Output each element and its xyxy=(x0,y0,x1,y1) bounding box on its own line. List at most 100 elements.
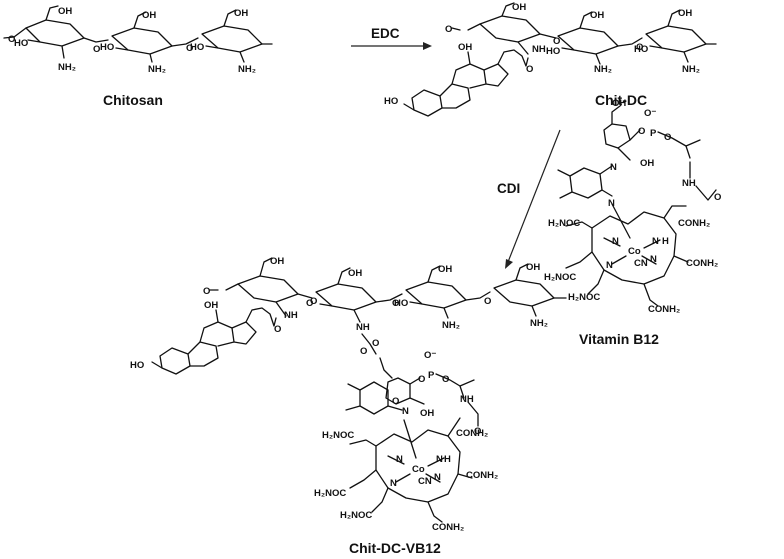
atom-o: O xyxy=(638,126,645,137)
atom-ho: HO xyxy=(100,42,114,53)
atom-nh: NH xyxy=(532,44,546,55)
atom-nh: NH xyxy=(460,394,474,405)
atom-n: N xyxy=(650,254,657,265)
atom-h2noc: H₂NOC xyxy=(548,218,580,229)
atom-oh: OH xyxy=(612,98,626,109)
atom-oh: OH xyxy=(590,10,604,21)
atom-oh: OH xyxy=(420,408,434,419)
atom-h: H xyxy=(444,454,451,465)
atom-o: O xyxy=(474,426,481,437)
atom-oh: OH xyxy=(234,8,248,19)
chitosan-structure: O OH HO NH₂ O OH HO NH₂ O OH HO NH₂ Chit… xyxy=(3,5,273,108)
atom-nh2: NH₂ xyxy=(58,62,76,73)
atom-conh2: CONH₂ xyxy=(648,304,680,315)
atom-nh2: NH₂ xyxy=(148,64,166,75)
atom-o: O xyxy=(306,298,313,309)
atom-o: O xyxy=(484,296,491,307)
atom-h2noc: H₂NOC xyxy=(314,488,346,499)
atom-conh2: CONH₂ xyxy=(432,522,464,533)
atom-n: N xyxy=(652,236,659,247)
atom-o: O xyxy=(360,346,367,357)
atom-h2noc: H₂NOC xyxy=(544,272,576,283)
reagent-cdi: CDI xyxy=(497,181,520,196)
edc-reaction-arrow: EDC xyxy=(351,26,432,50)
atom-oh: OH xyxy=(438,264,452,275)
atom-nh2: NH₂ xyxy=(238,64,256,75)
atom-o: O xyxy=(392,298,399,309)
atom-n: N xyxy=(396,454,403,465)
atom-n: N xyxy=(436,454,443,465)
atom-ho: HO xyxy=(130,360,144,371)
atom-n: N xyxy=(402,406,409,417)
atom-o: O xyxy=(8,34,15,45)
atom-p: P xyxy=(650,128,657,139)
atom-ho: HO xyxy=(394,298,408,309)
atom-cn: CN xyxy=(418,476,432,487)
atom-o: O xyxy=(553,36,560,47)
atom-h2noc: H₂NOC xyxy=(568,292,600,303)
atom-oh: OH xyxy=(348,268,362,279)
atom-o: O xyxy=(186,43,193,54)
atom-o: O xyxy=(714,192,721,203)
atom-o: O xyxy=(310,296,317,307)
label-chit-dc-vb12: Chit-DC-VB12 xyxy=(349,540,441,556)
atom-ho: HO xyxy=(546,46,560,57)
atom-oh: OH xyxy=(270,256,284,267)
atom-o: O xyxy=(93,44,100,55)
atom-nh2: NH₂ xyxy=(594,64,612,75)
atom-oh: OH xyxy=(58,6,72,17)
atom-h: H xyxy=(662,236,669,247)
atom-o-minus: O⁻ xyxy=(424,350,436,361)
atom-o: O xyxy=(372,338,379,349)
atom-o: O xyxy=(392,396,399,407)
atom-co: Co xyxy=(412,464,425,475)
atom-conh2: CONH₂ xyxy=(466,470,498,481)
atom-n: N xyxy=(610,162,617,173)
atom-o: O xyxy=(445,24,452,35)
atom-nh2: NH₂ xyxy=(682,64,700,75)
atom-o: O xyxy=(636,42,643,53)
atom-o: O xyxy=(418,374,425,385)
atom-conh2: CONH₂ xyxy=(678,218,710,229)
atom-conh2: CONH₂ xyxy=(456,428,488,439)
atom-oh: OH xyxy=(142,10,156,21)
atom-h2noc: H₂NOC xyxy=(340,510,372,521)
atom-oh: OH xyxy=(458,42,472,53)
atom-n: N xyxy=(608,198,615,209)
atom-conh2: CONH₂ xyxy=(686,258,718,269)
atom-o: O xyxy=(664,132,671,143)
atom-co: Co xyxy=(628,246,641,257)
atom-oh: OH xyxy=(678,8,692,19)
atom-p: P xyxy=(428,370,435,381)
atom-ho: HO xyxy=(384,96,398,107)
atom-nh2: NH₂ xyxy=(530,318,548,329)
atom-n: N xyxy=(434,472,441,483)
chit-dc-structure: O OH NH O OH HO O OH HO NH₂ O OH HO NH₂ xyxy=(384,2,717,117)
atom-nh: NH xyxy=(682,178,696,189)
atom-oh: OH xyxy=(640,158,654,169)
atom-n: N xyxy=(390,478,397,489)
atom-o-minus: O⁻ xyxy=(644,108,656,119)
chit-dc-vb12-structure: O OH NH O OH HO O OH O NH O OH HO xyxy=(130,256,567,556)
atom-n: N xyxy=(606,260,613,271)
atom-oh: OH xyxy=(526,262,540,273)
atom-nh: NH xyxy=(284,310,298,321)
atom-o: O xyxy=(526,64,533,75)
atom-o: O xyxy=(442,374,449,385)
reagent-edc: EDC xyxy=(371,26,400,41)
label-chitosan: Chitosan xyxy=(103,92,163,108)
atom-ho: HO xyxy=(634,44,648,55)
atom-ho: HO xyxy=(190,42,204,53)
cdi-reaction-arrow: CDI xyxy=(497,129,561,269)
atom-cn: CN xyxy=(634,258,648,269)
atom-oh: OH xyxy=(204,300,218,311)
atom-o: O xyxy=(274,324,281,335)
vitamin-b12-structure: OH O OH P O⁻ O NH O N N N N N N Co CN H … xyxy=(544,98,721,347)
atom-oh: OH xyxy=(512,2,526,13)
label-vitamin-b12: Vitamin B12 xyxy=(579,331,659,347)
atom-nh: NH xyxy=(356,322,370,333)
label-chit-dc: Chit-DC xyxy=(595,92,647,108)
atom-ho: HO xyxy=(14,38,28,49)
atom-o: O xyxy=(203,286,210,297)
